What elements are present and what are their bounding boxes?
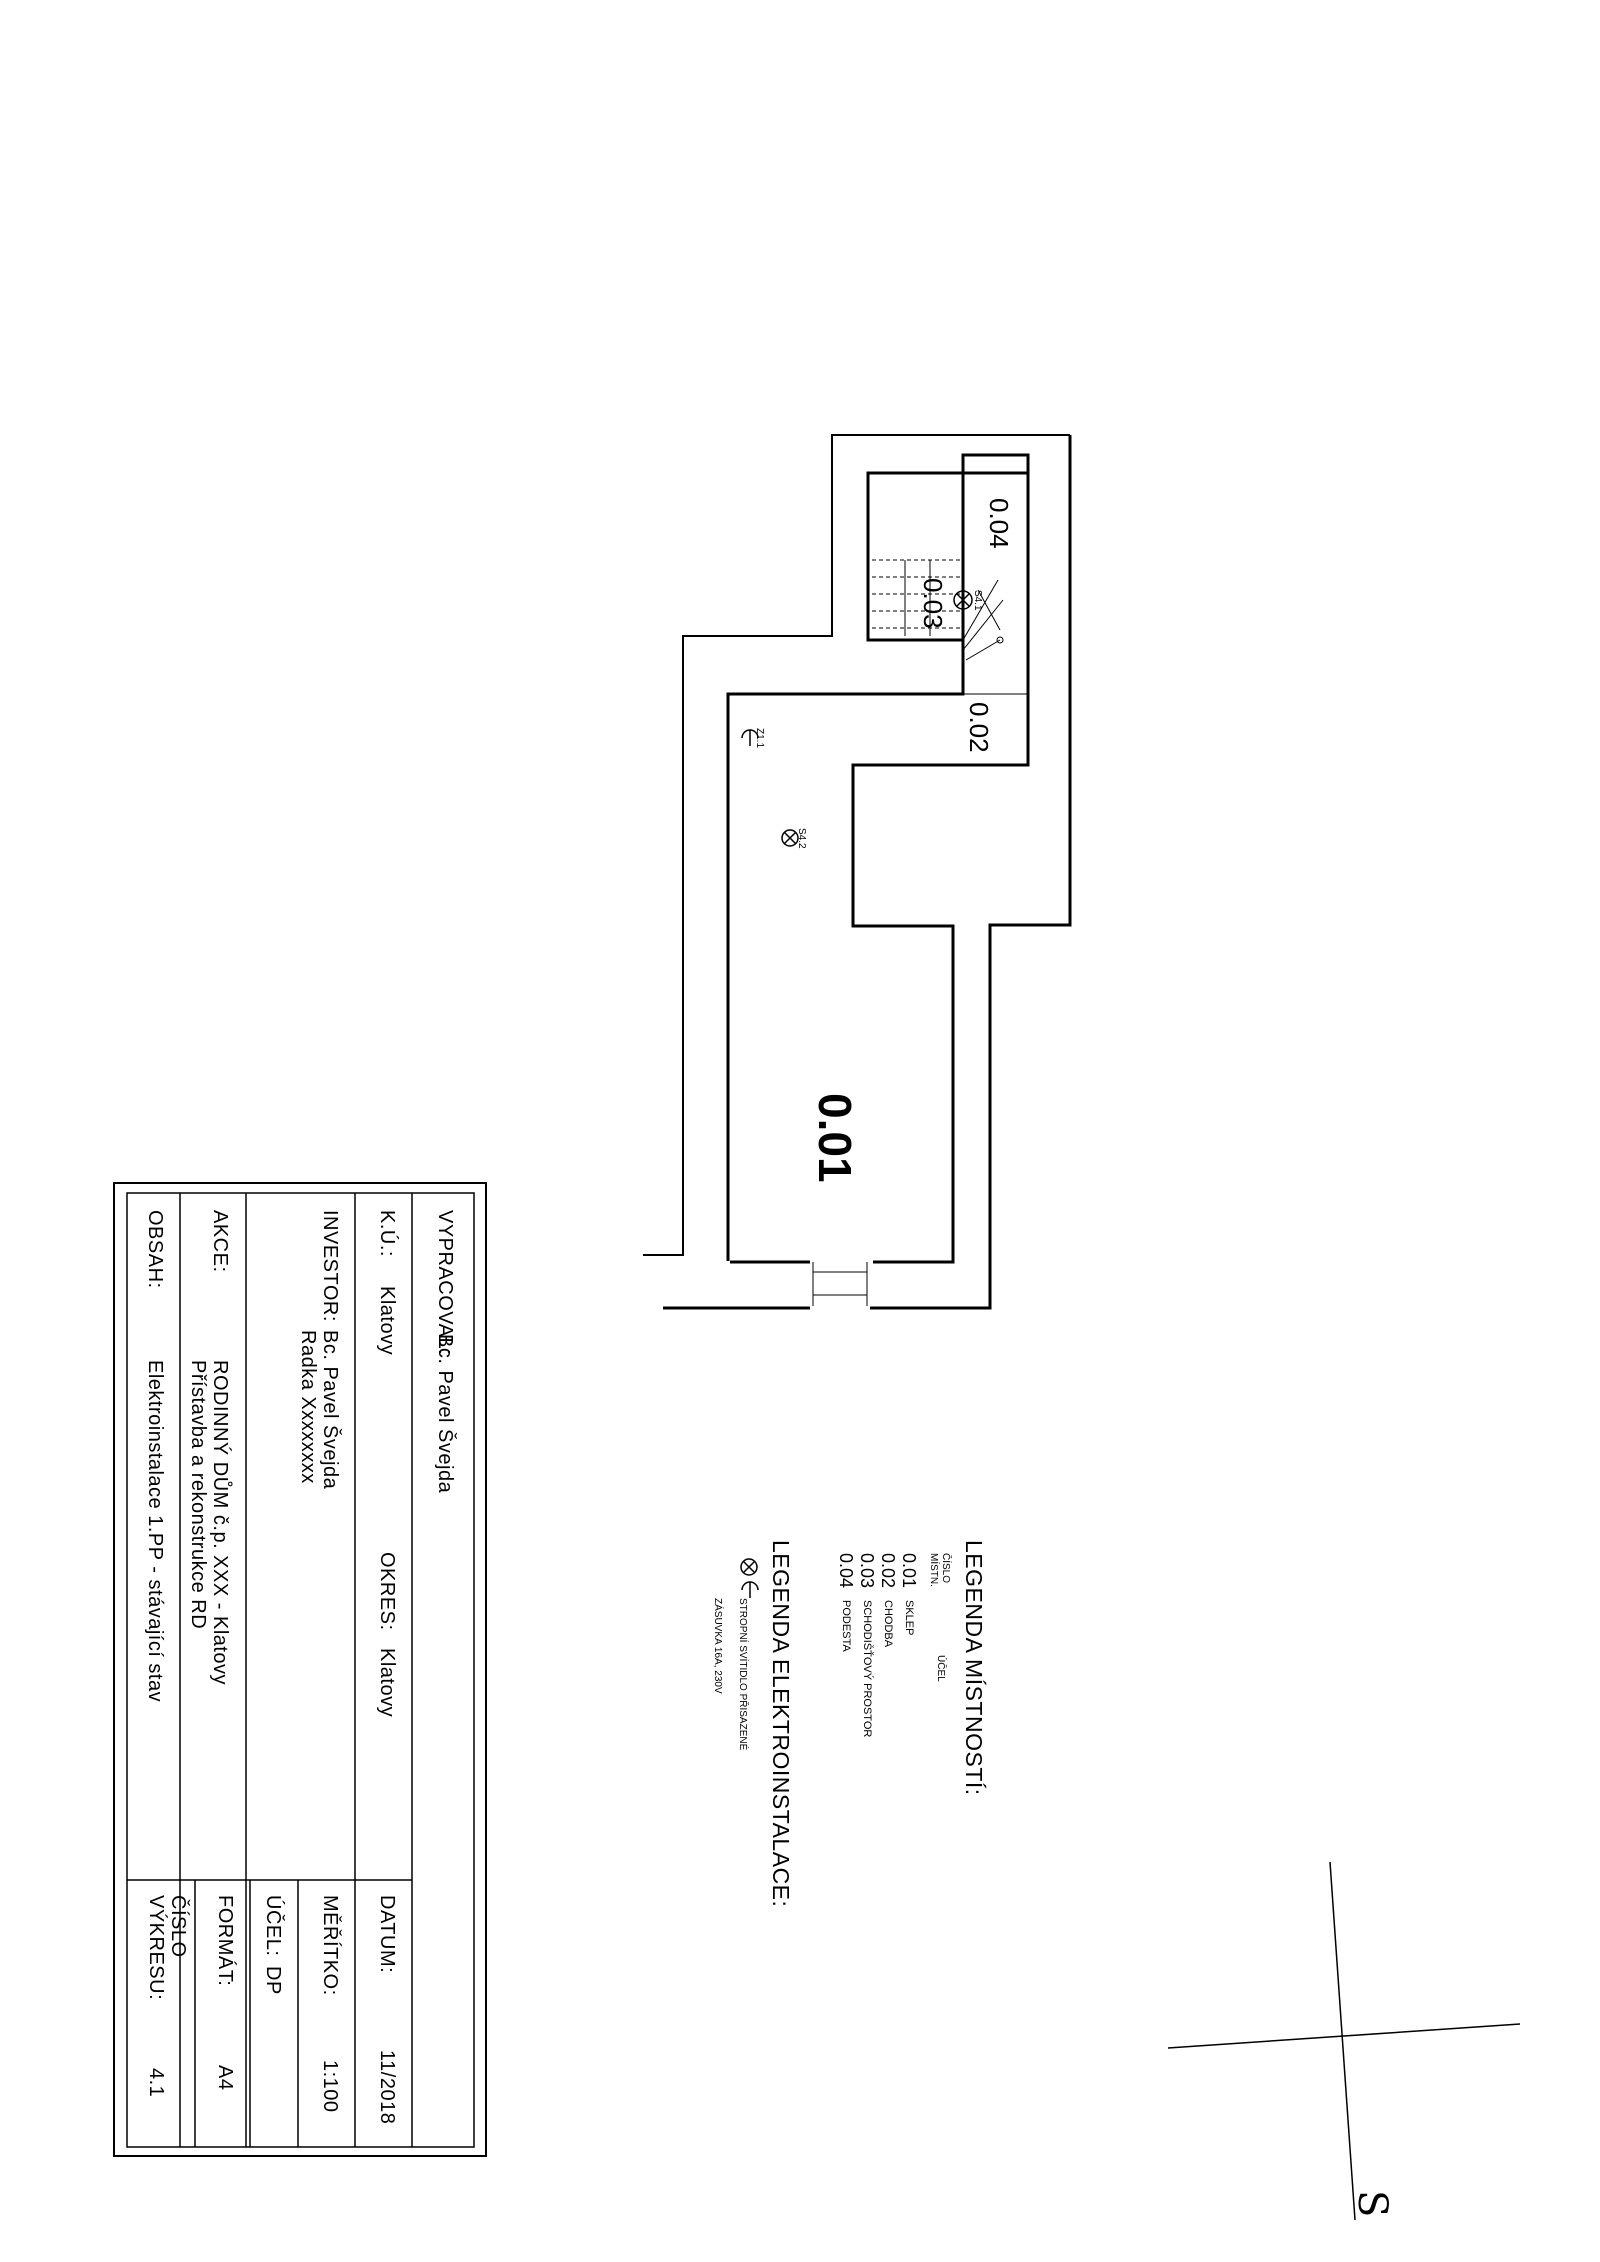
north-letter: S	[1349, 2190, 1395, 2218]
vypracoval-value: Bc. Pavel Švejda	[434, 1334, 456, 1494]
socket-tag: Z1.1	[754, 728, 765, 749]
meritko-label: MĚŘÍTKO:	[319, 1895, 341, 1996]
stair-ceiling-light-icon	[953, 590, 973, 610]
light-tag: S4.2	[796, 828, 807, 849]
cislo-value: 4.1	[145, 2068, 167, 2098]
ucel-label: ÚČEL:	[262, 1895, 284, 1957]
investor-line2: Radka Xxxxxxxx	[297, 1330, 319, 1484]
legend-electro-light-text: STROPNÍ SVÍTIDLO PŘISAZENÉ	[737, 1598, 748, 1751]
socket-icon	[741, 729, 759, 746]
obsah-value: Elektroinstalace 1.PP - stávající stav	[144, 1360, 166, 1703]
ucel-value: DP	[262, 1966, 284, 1995]
akce-line1: RODINNÝ DŮM č.p. XXX - Klatovy	[209, 1360, 231, 1686]
cislo-label-2: VÝKRESU:	[145, 1895, 167, 2001]
north-arrow	[1167, 1861, 1521, 2221]
legend-col-number-2: MÍSTN.	[928, 1553, 939, 1587]
legend-electro-title: LEGENDA ELEKTROINSTALACE:	[768, 1540, 794, 1908]
room-label-0.01: 0.01	[809, 1093, 861, 1183]
legend-room-number: 0.02	[878, 1553, 898, 1589]
legend-ceiling-light-icon	[740, 1558, 758, 1576]
format-label: FORMÁT:	[214, 1895, 236, 1987]
legend-room-name: SCHODIŠŤOVÝ PROSTOR	[861, 1600, 873, 1738]
okres-value: Klatovy	[376, 1648, 398, 1718]
legend-room-number: 0.01	[899, 1553, 919, 1589]
legend-room-name: SKLEP	[903, 1600, 915, 1636]
obsah-label: OBSAH:	[144, 1210, 166, 1289]
room-outline-cellar	[726, 453, 1030, 1264]
cislo-label-1: ČÍSLO	[167, 1895, 189, 1958]
legend-room-name: CHODBA	[882, 1600, 894, 1648]
room-label-0.02: 0.02	[964, 702, 994, 753]
title-block-frame	[113, 1182, 487, 2157]
room-label-0.04: 0.04	[984, 498, 1014, 549]
okres-label: OKRES:	[376, 1552, 398, 1631]
meritko-value: 1:100	[319, 2060, 341, 2113]
legend-room-name: PODESTA	[840, 1600, 852, 1652]
akce-label: AKCE:	[209, 1210, 231, 1273]
outer-wall-right	[870, 435, 1072, 1310]
room-label-0.03: 0.03	[918, 578, 948, 629]
stair-light-tag: S4.1	[972, 590, 983, 611]
ku-value: Klatovy	[376, 1286, 398, 1356]
legend-socket-icon	[741, 1581, 759, 1598]
legend-rooms-title: LEGENDA MÍSTNOSTÍ:	[961, 1540, 987, 1796]
door-opening	[812, 1262, 868, 1306]
stair-treads	[872, 559, 1004, 661]
legend-room-number: 0.04	[836, 1553, 856, 1589]
ku-label: K.Ú.:	[376, 1210, 398, 1257]
outer-wall	[643, 434, 1070, 1256]
akce-line2: Přístavba a rekonstrukce RD	[187, 1360, 209, 1630]
datum-label: DATUM:	[376, 1895, 398, 1974]
investor-line1: Bc. Pavel Švejda	[319, 1330, 341, 1490]
legend-electro-socket-text: ZÁSUVKA 16A, 230V	[712, 1598, 723, 1694]
investor-label: INVESTOR:	[319, 1210, 341, 1322]
legend-col-number-1: ČÍSLO	[940, 1553, 951, 1584]
legend-room-number: 0.03	[857, 1553, 877, 1589]
format-value: A4	[214, 2065, 236, 2091]
datum-value: 11/2018	[376, 2050, 398, 2125]
room-outline-stairs	[866, 471, 1028, 694]
ceiling-light-icon	[781, 829, 799, 847]
legend-col-purpose: ÚČEL	[935, 1655, 946, 1682]
